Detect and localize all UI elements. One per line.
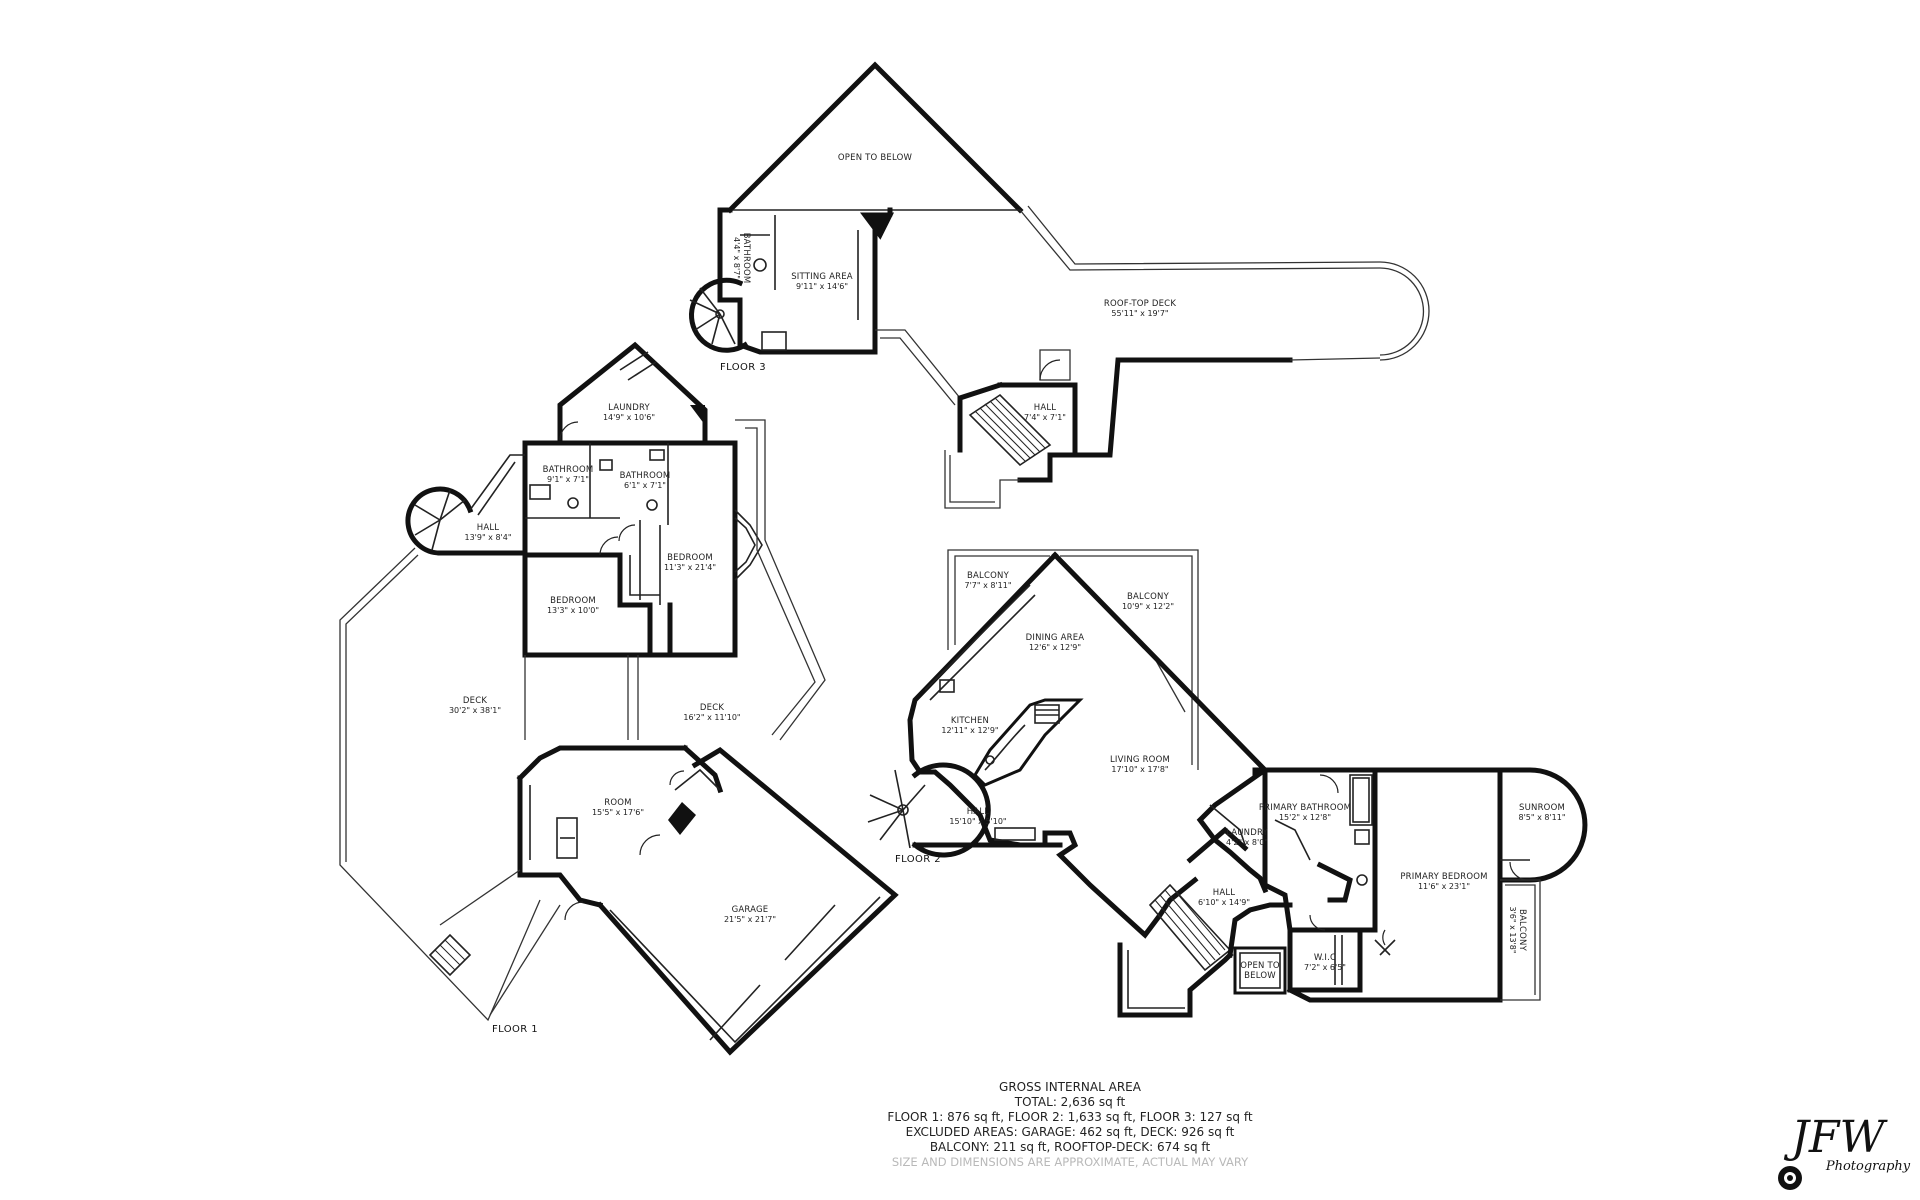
hall-f1-name: HALL xyxy=(477,523,500,533)
hall-f2b-name: HALL xyxy=(1213,888,1236,898)
hall-f3-dim: 7'4" x 7'1" xyxy=(1024,413,1066,422)
sitting-area-dim: 9'11" x 14'6" xyxy=(796,282,848,291)
laundry-f1-name: LAUNDRY xyxy=(608,403,650,413)
balcony-c-dim: 3'6" x 13'8" xyxy=(1508,906,1517,953)
deck-small-name: DECK xyxy=(700,703,724,713)
hall-f2-name: HALL xyxy=(967,807,990,817)
wic-dim: 7'2" x 6'5" xyxy=(1304,963,1346,972)
balcony-a-name: BALCONY xyxy=(967,571,1010,581)
summary-disclaimer: SIZE AND DIMENSIONS ARE APPROXIMATE, ACT… xyxy=(891,1155,1249,1169)
deck-large-dim: 30'2" x 38'1" xyxy=(449,706,501,715)
bathroom-a-dim: 9'1" x 7'1" xyxy=(547,475,589,484)
spiral-stair-f3 xyxy=(689,277,749,353)
bathroom-f3-dim: 4'4" x 8'7" xyxy=(732,237,741,279)
wic-walls xyxy=(1287,927,1363,993)
sunroom-dim: 8'5" x 8'11" xyxy=(1518,813,1565,822)
balcony-b-name: BALCONY xyxy=(1127,592,1170,602)
roof-top-deck-dim: 55'11" x 19'7" xyxy=(1111,309,1168,318)
hall-f2-dim: 15'10" x 5'10" xyxy=(949,817,1006,826)
floor-1-plan: FLOOR 1 LAUNDRY 14'9" x 10'6" BATHROOM 9… xyxy=(339,341,899,1056)
laundry-f2-dim: 4'2" x 8'0" xyxy=(1226,838,1268,847)
balcony-a-outline xyxy=(947,549,1055,650)
bedroom-1-name: BEDROOM xyxy=(667,553,713,563)
staircase-f3 xyxy=(968,393,1052,467)
summary-total: TOTAL: 2,636 sq ft xyxy=(1014,1095,1126,1109)
primary-bedroom-name: PRIMARY BEDROOM xyxy=(1400,872,1487,882)
primary-bathroom-dim: 15'2" x 12'8" xyxy=(1279,813,1331,822)
floor-2-main-walls xyxy=(907,551,1199,939)
dining-area-dim: 12'6" x 12'9" xyxy=(1029,643,1081,652)
deck-large-outline xyxy=(339,547,541,1022)
kitchen-name: KITCHEN xyxy=(951,716,989,726)
open-to-below-f2-name2: BELOW xyxy=(1244,971,1276,981)
summary-excluded: EXCLUDED AREAS: GARAGE: 462 sq ft, DECK:… xyxy=(905,1125,1235,1139)
spiral-stair-f2 xyxy=(867,762,991,858)
camera-lens-icon xyxy=(1778,1166,1802,1190)
deck-stairs-f1 xyxy=(428,933,472,977)
hall-f3 xyxy=(944,349,1078,509)
balcony-b-outline xyxy=(1055,549,1199,770)
floor-1-main-walls xyxy=(522,440,738,658)
bathroom-a-name: BATHROOM xyxy=(543,465,594,475)
laundry-f1-walls xyxy=(557,341,708,446)
roof-top-deck-outline xyxy=(875,205,1430,458)
balcony-c-outline xyxy=(1500,879,1541,1001)
bathroom-f3-name: BATHROOM xyxy=(741,233,751,284)
hall-f1-dim: 13'9" x 8'4" xyxy=(464,533,511,542)
garage-name: GARAGE xyxy=(732,905,769,915)
floor-3-plan: FLOOR 3 OPEN TO BELOW BATHROOM 4'4" x 8'… xyxy=(689,61,1430,509)
primary-bathroom-name: PRIMARY BATHROOM xyxy=(1259,803,1351,813)
deck-small-dim: 16'2" x 11'10" xyxy=(683,713,740,722)
dining-area-name: DINING AREA xyxy=(1026,633,1085,643)
garage-walls xyxy=(596,746,899,1056)
deck-small-outline xyxy=(735,419,826,741)
floor-3-label: FLOOR 3 xyxy=(720,362,766,373)
room-dim: 15'5" x 17'6" xyxy=(592,808,644,817)
bathroom-b-name: BATHROOM xyxy=(620,471,671,481)
living-room-dim: 17'10" x 17'8" xyxy=(1111,765,1168,774)
open-to-below-f2 xyxy=(1233,946,1287,995)
open-to-below-f2-name: OPEN TO xyxy=(1240,961,1280,971)
living-room-name: LIVING ROOM xyxy=(1110,755,1170,765)
open-to-below-f3-name: OPEN TO BELOW xyxy=(838,153,913,163)
hall-f2b-dim: 6'10" x 14'9" xyxy=(1198,898,1250,907)
room-name: ROOM xyxy=(604,798,631,808)
garage-dim: 21'5" x 21'7" xyxy=(724,915,776,924)
logo-initials: JFW xyxy=(1783,1112,1888,1163)
sunroom-walls xyxy=(1497,767,1588,883)
deck-large-name: DECK xyxy=(463,696,487,706)
balcony-a-dim: 7'7" x 8'11" xyxy=(964,581,1011,590)
bedroom-1-dim: 11'3" x 21'4" xyxy=(664,563,716,572)
wic-name: W.I.C xyxy=(1314,953,1336,963)
bedroom-2-name: BEDROOM xyxy=(550,596,596,606)
room-walls xyxy=(517,775,604,909)
primary-bedroom-dim: 11'6" x 23'1" xyxy=(1418,882,1470,891)
hall-f3-name: HALL xyxy=(1034,403,1057,413)
open-to-below-outline xyxy=(726,61,1024,214)
jfw-photography-logo: JFW Photography xyxy=(1778,1112,1911,1190)
balcony-c-name: BALCONY xyxy=(1517,909,1527,952)
floor-2-label: FLOOR 2 xyxy=(895,854,941,865)
area-summary: GROSS INTERNAL AREA TOTAL: 2,636 sq ft F… xyxy=(760,1080,1380,1170)
laundry-f2-name: LAUNDRY xyxy=(1226,828,1268,838)
bathroom-b-dim: 6'1" x 7'1" xyxy=(624,481,666,490)
summary-balcony: BALCONY: 211 sq ft, ROOFTOP-DECK: 674 sq… xyxy=(929,1140,1211,1154)
sitting-area-name: SITTING AREA xyxy=(791,272,853,282)
floor-2-plan: FLOOR 2 BALCONY 7'7" x 8'11" BALCONY 10'… xyxy=(867,549,1588,1018)
balcony-b-dim: 10'9" x 12'2" xyxy=(1122,602,1174,611)
spiral-stair-f1 xyxy=(405,486,474,556)
logo-subtitle: Photography xyxy=(1825,1159,1911,1174)
roof-top-deck-name: ROOF-TOP DECK xyxy=(1104,299,1176,309)
kitchen-dim: 12'11" x 12'9" xyxy=(941,726,998,735)
bedroom-2-dim: 13'3" x 10'0" xyxy=(547,606,599,615)
floor-1-label: FLOOR 1 xyxy=(492,1024,538,1035)
summary-heading: GROSS INTERNAL AREA xyxy=(999,1080,1141,1094)
summary-floors: FLOOR 1: 876 sq ft, FLOOR 2: 1,633 sq ft… xyxy=(887,1110,1253,1124)
sunroom-name: SUNROOM xyxy=(1519,803,1565,813)
laundry-f1-dim: 14'9" x 10'6" xyxy=(603,413,655,422)
